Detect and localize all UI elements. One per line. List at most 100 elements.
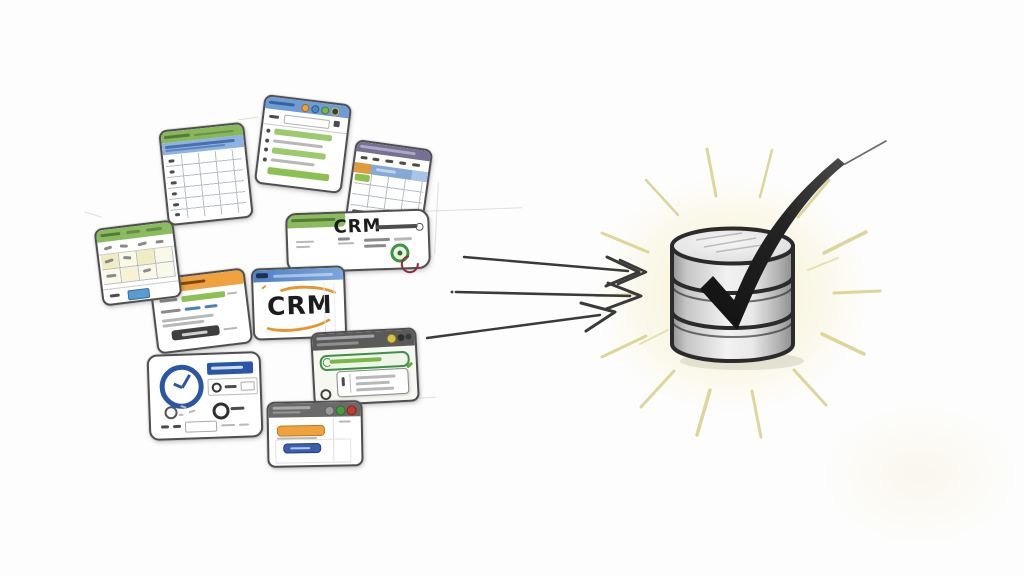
status-dot-yellow [386,333,397,344]
titlebar-scribble [273,272,334,278]
arrow-middle [450,281,643,311]
arrow-top [462,255,648,288]
option-row [207,377,258,396]
search-glyph [333,120,341,128]
list-icon [266,128,271,133]
blue-button [283,442,322,454]
window-dot-gray [324,405,335,416]
swoosh-tick [261,284,267,290]
titlebar-app-glyph [255,273,269,279]
row-number [171,192,177,196]
toolbar-glyph [155,239,164,244]
row-number [168,159,175,163]
radio-icon [211,382,222,393]
detail-line [363,237,390,242]
mini-field [240,381,255,391]
header-scribble [210,365,244,370]
buttons-titlebar [268,402,361,418]
flow-arrows [425,255,648,340]
timer-dialog-window [146,351,264,441]
popover-line [356,386,395,391]
window-dot-red [346,405,357,416]
magnifier-icon [415,222,424,231]
buttons-window [266,400,364,468]
option-label [224,384,237,389]
search-label-scribble [268,114,280,119]
list-icon [264,138,270,143]
toolbar-glyph [398,161,407,166]
search-list-window [253,93,353,195]
radio-label [230,406,245,411]
window-dot-dark [397,333,405,342]
detail-line [364,244,387,248]
arrow-bottom [425,301,617,340]
toolbar-glyph [372,157,380,162]
window-dot-green [335,405,346,416]
footer-line [238,423,250,426]
row-number [174,212,181,216]
titlebar-scribble [316,341,359,346]
submit-button [171,324,221,341]
progress-popup-window [310,327,420,407]
toolbar-glyph [385,159,394,164]
toolbar-icon-blue [310,104,320,114]
footer-button [127,287,151,301]
status-dot [397,250,403,256]
footer-mark [161,425,170,429]
cell-tint [120,266,140,283]
toolbar-glyph [137,241,147,246]
corner-dashes [338,420,351,423]
paper-smudge [790,380,1024,570]
titlebar-scribble [268,100,295,107]
cell-mark [142,267,152,273]
window-dot-dark [405,333,412,340]
titlebar-scribble [100,231,121,238]
progress-hook [322,357,332,368]
orange-button [276,424,326,437]
popover-divider [349,373,352,393]
detail-line [337,237,350,241]
clock-hand-hour [173,383,183,389]
titlebar-scribble [126,229,141,235]
footer-line [221,423,236,427]
footer-mark [172,424,182,429]
titlebar-scribble [193,129,234,137]
checkmark-icon [700,140,887,330]
field-value-green [181,290,226,303]
clock-icon [158,364,205,410]
scatter-mark [188,409,196,414]
detail-line [393,237,412,241]
titlebar-scribble [145,226,163,232]
toolbar-glyph [119,244,128,248]
spreadsheet-window [158,121,254,227]
crm-titlebar [252,267,344,283]
band-scribble [375,168,397,174]
crm-card: CRM [284,208,432,277]
toolbar-glyph [103,245,113,251]
detail-line [338,242,355,245]
progress-titlebar [312,329,415,351]
cell-mark [123,256,132,259]
list-icon [262,157,268,162]
titlebar-scribble [272,406,311,410]
titlebar-scribble [163,133,190,140]
corner-ring [320,388,332,401]
list-highlight [271,147,326,160]
link-scribble [184,306,201,311]
progress-scribble [329,357,382,364]
result-list [256,124,346,192]
link-scribble [204,303,218,309]
footer-label [109,293,120,298]
cell-tint [136,249,156,265]
popover-line [355,380,390,385]
titlebar-scribble [272,411,301,414]
field-label [160,308,181,314]
footer-fields [159,419,253,434]
list-line [272,139,323,149]
toolbar-glyph [411,163,421,168]
field-line [226,291,238,295]
toolbar-icon-orange [300,103,310,113]
radio-icon-large [212,402,230,420]
detail-line [295,240,315,244]
